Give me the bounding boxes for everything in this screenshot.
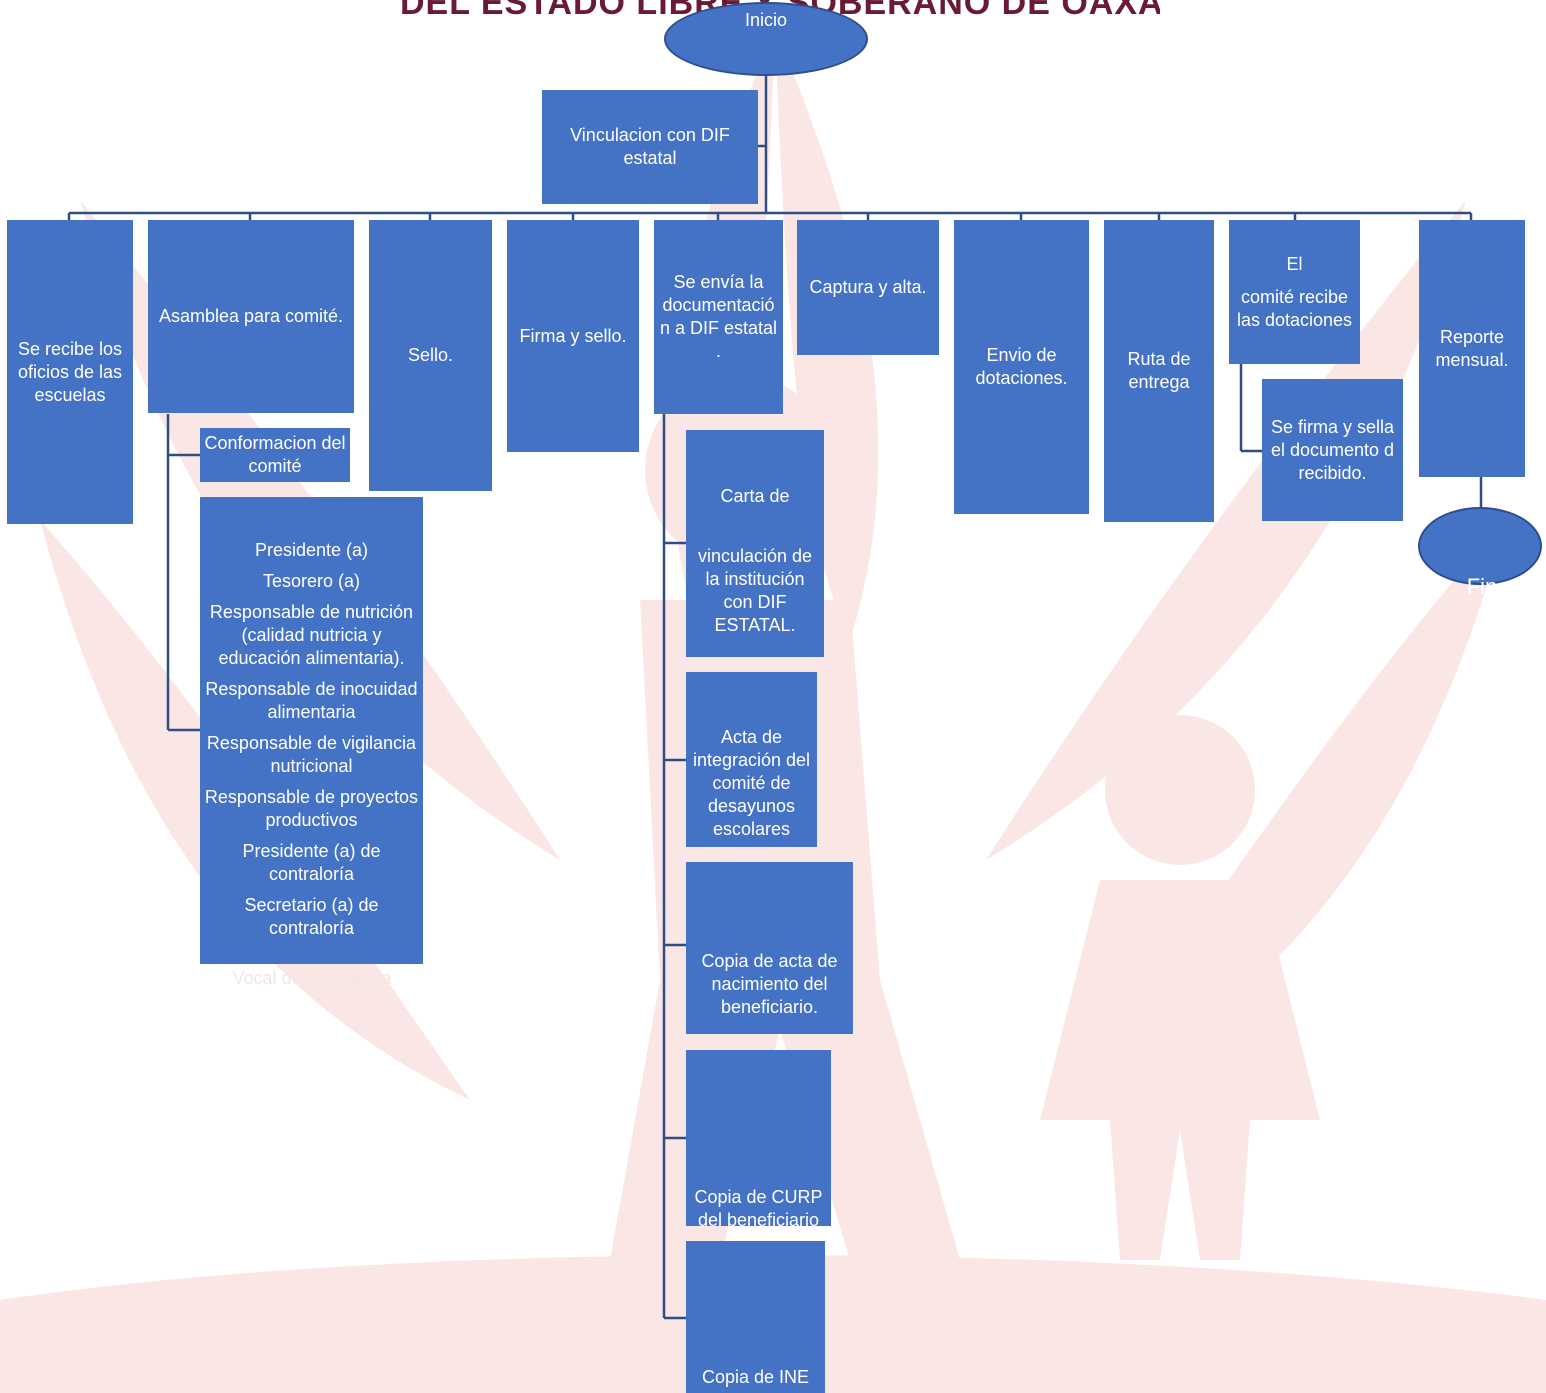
step-sello: Sello. xyxy=(369,220,492,491)
step-firma-sello: Firma y sello. xyxy=(507,220,639,452)
doc-curp: Copia de CURP del beneficiario xyxy=(686,1050,831,1226)
doc-curp-label: Copia de CURP del beneficiario xyxy=(694,1187,823,1226)
doc-carta-label-1: Carta de xyxy=(720,486,790,506)
doc-acta-nacimiento-label: Copia de acta de nacimiento del benefici… xyxy=(701,951,838,1017)
member-item: Responsable de nutrición (calidad nutric… xyxy=(209,602,414,668)
sub-firma-documento: Se firma y sella el documento d recibido… xyxy=(1262,379,1403,521)
doc-carta-label-2: vinculación de la institución con DIF ES… xyxy=(697,546,813,635)
step-comite-recibe: El comité recibe las dotaciones xyxy=(1229,220,1360,364)
step-comite-recibe-label-2: comité recibe las dotaciones xyxy=(1236,286,1353,330)
member-item: Responsable de inocuidad alimentaria xyxy=(205,679,418,722)
step-asamblea: Asamblea para comité. xyxy=(148,220,354,413)
sub-firma-documento-label: Se firma y sella el documento d recibido… xyxy=(1270,416,1395,483)
step-captura-label: Captura y alta. xyxy=(809,277,927,297)
step-reporte: Reporte mensual. xyxy=(1419,220,1525,477)
step-ruta-entrega-label: Ruta de entrega xyxy=(1127,349,1191,392)
vinculacion-label: Vinculacion con DIF estatal xyxy=(570,125,730,168)
member-item: Responsable de vigilancia nutricional xyxy=(206,733,417,776)
end-label: Fin xyxy=(1466,574,1498,599)
step-envia-documentacion: Se envía la documentació n a DIF estatal… xyxy=(654,220,783,414)
step-recibe-oficios: Se recibe los oficios de las escuelas xyxy=(7,220,133,524)
doc-ine: Copia de INE xyxy=(686,1241,825,1393)
sub-conformacion: Conformacion del comité xyxy=(200,428,350,482)
member-overflow: Vocal de contraloría xyxy=(232,968,392,988)
step-comite-recibe-label-1: El xyxy=(1286,253,1303,274)
start-node xyxy=(664,2,868,76)
step-firma-sello-label: Firma y sello. xyxy=(519,325,627,346)
committee-members-box: Presidente (a) Tesorero (a) Responsable … xyxy=(200,497,423,964)
member-item: Tesorero (a) xyxy=(262,571,361,591)
member-item: Secretario (a) de contraloría xyxy=(244,895,379,938)
vinculacion-box: Vinculacion con DIF estatal xyxy=(542,90,758,204)
doc-carta: Carta de vinculación de la institución c… xyxy=(686,430,824,657)
step-captura: Captura y alta. xyxy=(797,220,939,355)
member-item: Presidente (a) de contraloría xyxy=(242,841,381,884)
start-label: Inicio xyxy=(744,10,788,30)
doc-acta-nacimiento: Copia de acta de nacimiento del benefici… xyxy=(686,862,853,1034)
step-reporte-label: Reporte mensual. xyxy=(1435,326,1509,370)
doc-acta-integracion-label: Acta de integración del comité de desayu… xyxy=(692,727,811,839)
step-envia-documentacion-label: Se envía la documentació n a DIF estatal… xyxy=(659,272,778,361)
member-item: Presidente (a) xyxy=(254,540,369,560)
doc-ine-label: Copia de INE xyxy=(701,1367,810,1387)
step-envio-dotaciones: Envio de dotaciones. xyxy=(954,220,1089,514)
step-asamblea-label: Asamblea para comité. xyxy=(158,306,344,326)
step-ruta-entrega: Ruta de entrega xyxy=(1104,220,1214,522)
sub-conformacion-label: Conformacion del comité xyxy=(204,433,346,476)
doc-acta-integracion: Acta de integración del comité de desayu… xyxy=(686,672,817,847)
end-node xyxy=(1418,507,1542,585)
doc-acta-overflow: calientes xyxy=(716,845,788,861)
step-recibe-oficios-label: Se recibe los oficios de las escuelas xyxy=(17,338,123,405)
step-envio-dotaciones-label: Envio de dotaciones. xyxy=(975,345,1068,388)
step-sello-label: Sello. xyxy=(407,345,454,365)
member-item: Responsable de proyectos productivos xyxy=(204,787,419,830)
